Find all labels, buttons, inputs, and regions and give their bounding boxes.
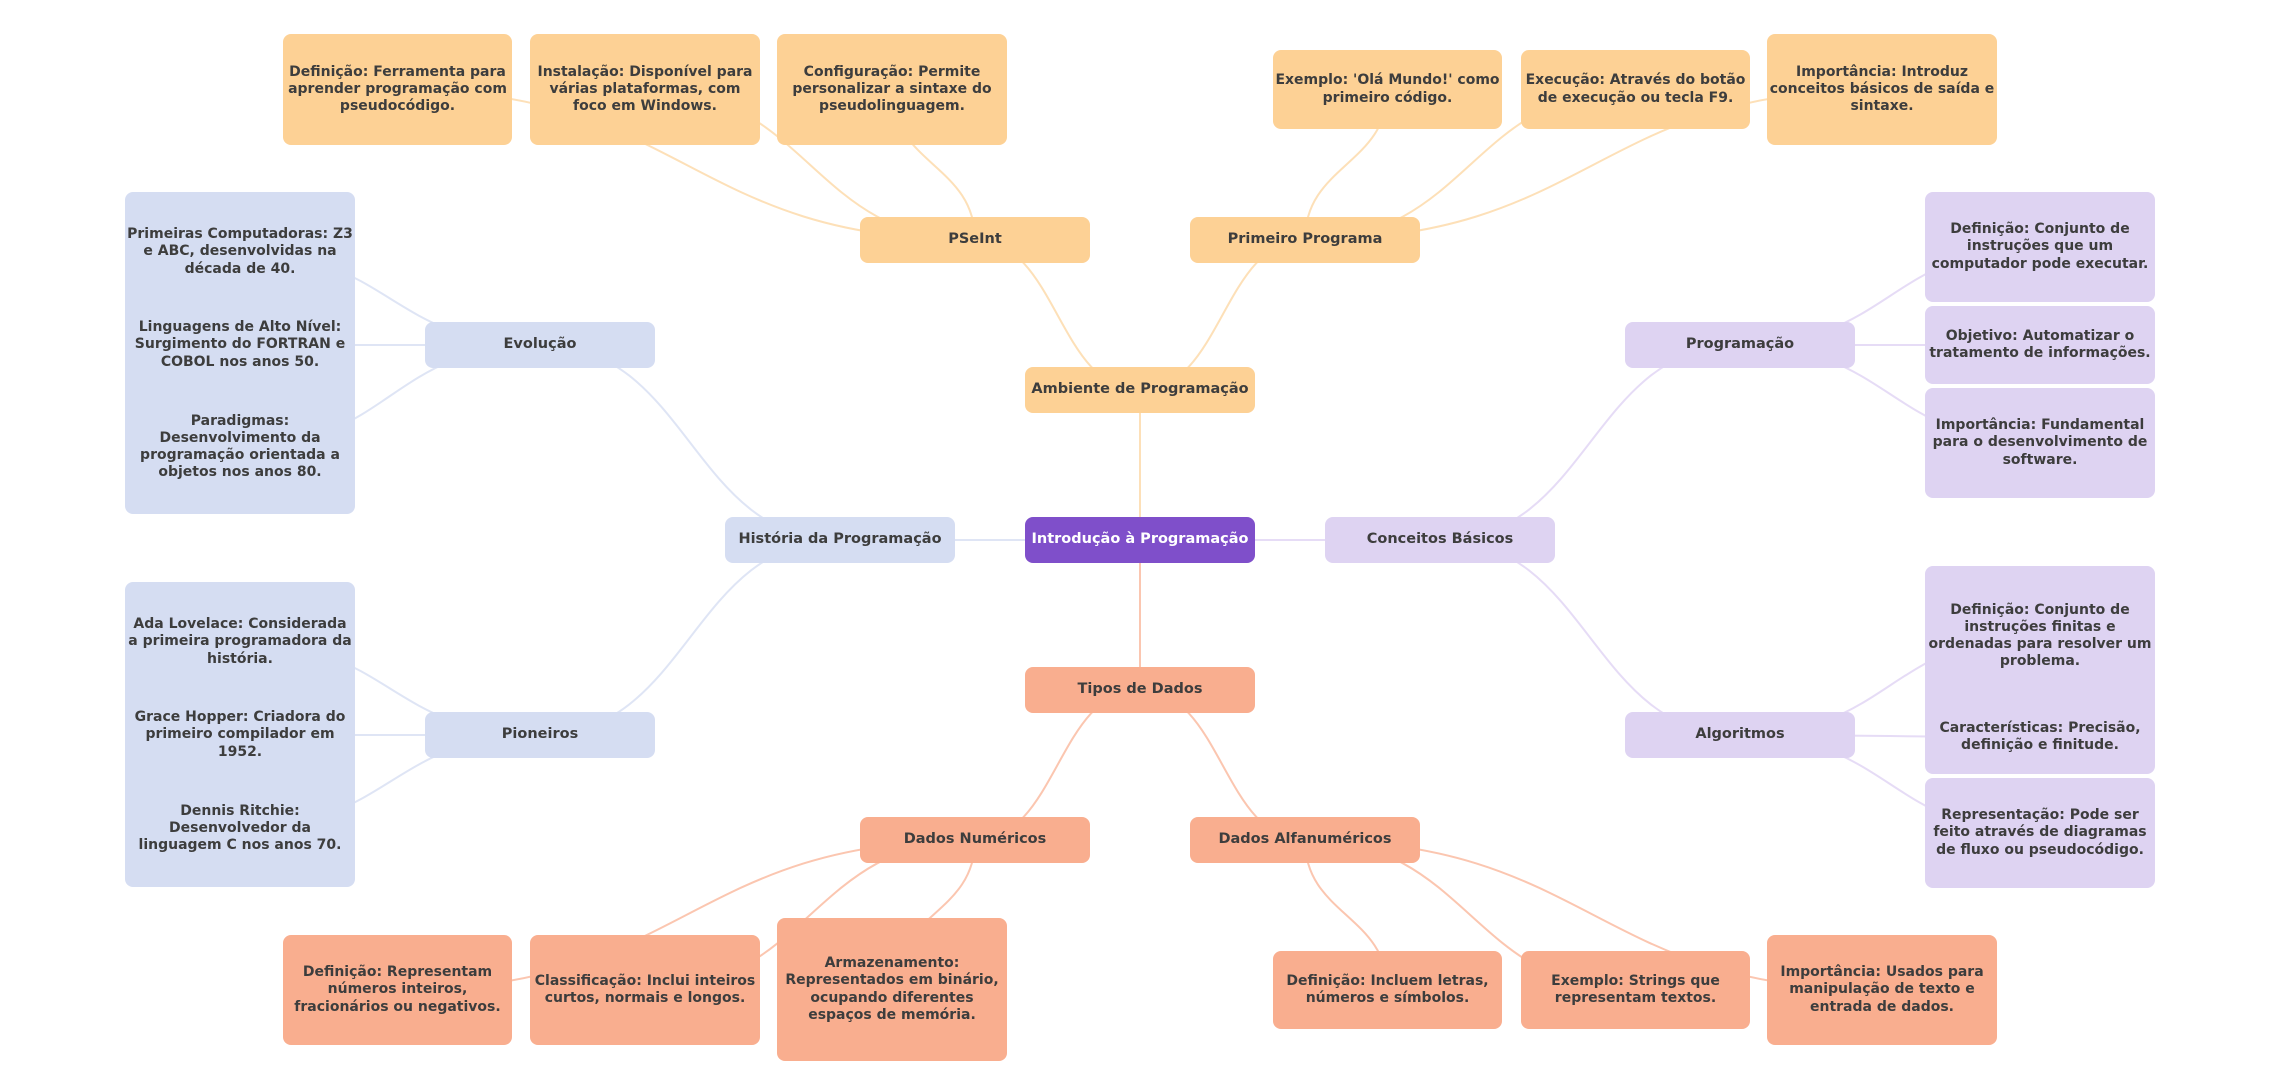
edge-historia-evolucao xyxy=(539,344,841,541)
leaf-text: Configuração: Permite personalizar a sin… xyxy=(792,63,992,115)
leaf-node[interactable]: Definição: Ferramenta para aprender prog… xyxy=(283,34,512,145)
leaf-text: Ada Lovelace: Considerada a primeira pro… xyxy=(128,616,352,667)
leaf-node[interactable]: Importância: Usados para manipulação de … xyxy=(1767,935,1997,1045)
leaf-text: Classificação: Inclui inteiros curtos, n… xyxy=(534,972,756,1006)
leaf-node[interactable]: Grace Hopper: Criadora do primeiro compi… xyxy=(125,695,355,775)
leaf-node[interactable]: Primeiras Computadoras: Z3 e ABC, desenv… xyxy=(125,192,355,312)
leaf-node[interactable]: Definição: Incluem letras, números e sím… xyxy=(1273,951,1502,1029)
subtopic-label: Algoritmos xyxy=(1695,726,1785,743)
branch-node-label: História da Programação xyxy=(738,531,942,548)
leaf-text: Execução: Através do botão de execução o… xyxy=(1525,72,1746,106)
leaf-text: Definição: Ferramenta para aprender prog… xyxy=(288,63,507,115)
leaf-node[interactable]: Características: Precisão, definição e f… xyxy=(1925,700,2155,774)
leaf-node[interactable]: Representação: Pode ser feito através de… xyxy=(1925,778,2155,888)
leaf-text: Grace Hopper: Criadora do primeiro compi… xyxy=(134,709,346,760)
subtopic-label: PSeInt xyxy=(948,231,1002,248)
leaf-text: Exemplo: 'Olá Mundo!' como primeiro códi… xyxy=(1275,72,1500,106)
leaf-node[interactable]: Execução: Através do botão de execução o… xyxy=(1521,50,1750,129)
branch-node-historia[interactable]: História da Programação xyxy=(725,517,955,563)
root-node-label: Introdução à Programação xyxy=(1031,531,1249,548)
leaf-text: Representação: Pode ser feito através de… xyxy=(1933,807,2147,858)
branch-node-label: Ambiente de Programação xyxy=(1031,381,1249,398)
subtopic-node-algoritmos[interactable]: Algoritmos xyxy=(1625,712,1855,758)
leaf-node[interactable]: Paradigmas: Desenvolvimento da programaç… xyxy=(125,380,355,514)
subtopic-node-evolucao[interactable]: Evolução xyxy=(425,322,655,368)
leaf-text: Instalação: Disponível para várias plata… xyxy=(537,63,753,115)
leaf-text: Dennis Ritchie: Desenvolvedor da linguag… xyxy=(138,802,342,854)
leaf-node[interactable]: Classificação: Inclui inteiros curtos, n… xyxy=(530,935,760,1045)
subtopic-label: Programação xyxy=(1685,336,1795,353)
subtopic-node-primeiro-programa[interactable]: Primeiro Programa xyxy=(1190,217,1420,263)
leaf-text: Definição: Conjunto de instruções que um… xyxy=(1931,221,2149,272)
leaf-text: Objetivo: Automatizar o tratamento de in… xyxy=(1929,327,2151,361)
leaf-node[interactable]: Objetivo: Automatizar o tratamento de in… xyxy=(1925,306,2155,384)
subtopic-label: Dados Alfanuméricos xyxy=(1218,831,1392,848)
leaf-node[interactable]: Exemplo: 'Olá Mundo!' como primeiro códi… xyxy=(1273,50,1502,129)
branch-node-label: Tipos de Dados xyxy=(1077,681,1203,698)
subtopic-node-dados-alfanumericos[interactable]: Dados Alfanuméricos xyxy=(1190,817,1420,863)
leaf-text: Primeiras Computadoras: Z3 e ABC, desenv… xyxy=(127,226,353,277)
leaf-node[interactable]: Importância: Fundamental para o desenvol… xyxy=(1925,388,2155,498)
leaf-text: Armazenamento: Representados em binário,… xyxy=(785,955,999,1023)
edge-conceitos-programacao xyxy=(1439,344,1741,541)
leaf-text: Paradigmas: Desenvolvimento da programaç… xyxy=(140,412,340,481)
branch-node-label: Conceitos Básicos xyxy=(1366,531,1514,548)
subtopic-node-pioneiros[interactable]: Pioneiros xyxy=(425,712,655,758)
branch-node-conceitos[interactable]: Conceitos Básicos xyxy=(1325,517,1555,563)
leaf-node[interactable]: Linguagens de Alto Nível: Surgimento do … xyxy=(125,305,355,385)
leaf-node[interactable]: Ada Lovelace: Considerada a primeira pro… xyxy=(125,582,355,702)
subtopic-label: Evolução xyxy=(503,336,577,353)
leaf-text: Importância: Introduz conceitos básicos … xyxy=(1769,63,1995,115)
leaf-text: Importância: Usados para manipulação de … xyxy=(1780,964,1984,1015)
leaf-node[interactable]: Definição: Conjunto de instruções finita… xyxy=(1925,566,2155,706)
leaf-text: Definição: Representam números inteiros,… xyxy=(294,964,501,1015)
leaf-node[interactable]: Exemplo: Strings que representam textos. xyxy=(1521,951,1750,1029)
leaf-node[interactable]: Definição: Conjunto de instruções que um… xyxy=(1925,192,2155,302)
edge-conceitos-algoritmos xyxy=(1439,539,1741,736)
leaf-node[interactable]: Definição: Representam números inteiros,… xyxy=(283,935,512,1045)
leaf-text: Definição: Conjunto de instruções finita… xyxy=(1928,601,2152,670)
leaf-text: Importância: Fundamental para o desenvol… xyxy=(1932,417,2148,468)
subtopic-node-pseint[interactable]: PSeInt xyxy=(860,217,1090,263)
subtopic-label: Primeiro Programa xyxy=(1227,231,1383,248)
root-node[interactable]: Introdução à Programação xyxy=(1025,517,1255,563)
leaf-node[interactable]: Armazenamento: Representados em binário,… xyxy=(777,918,1007,1061)
leaf-node[interactable]: Dennis Ritchie: Desenvolvedor da linguag… xyxy=(125,770,355,887)
leaf-text: Linguagens de Alto Nível: Surgimento do … xyxy=(134,319,346,370)
edge-historia-pioneiros xyxy=(539,539,841,736)
leaf-node[interactable]: Configuração: Permite personalizar a sin… xyxy=(777,34,1007,145)
leaf-text: Características: Precisão, definição e f… xyxy=(1939,719,2141,753)
subtopic-node-programacao[interactable]: Programação xyxy=(1625,322,1855,368)
branch-node-tipos[interactable]: Tipos de Dados xyxy=(1025,667,1255,713)
subtopic-node-dados-numericos[interactable]: Dados Numéricos xyxy=(860,817,1090,863)
leaf-text: Definição: Incluem letras, números e sím… xyxy=(1286,972,1489,1006)
leaf-node[interactable]: Importância: Introduz conceitos básicos … xyxy=(1767,34,1997,145)
leaf-node[interactable]: Instalação: Disponível para várias plata… xyxy=(530,34,760,145)
subtopic-label: Pioneiros xyxy=(501,726,579,743)
leaf-text: Exemplo: Strings que representam textos. xyxy=(1551,972,1720,1006)
branch-node-ambiente[interactable]: Ambiente de Programação xyxy=(1025,367,1255,413)
subtopic-label: Dados Numéricos xyxy=(903,831,1047,848)
